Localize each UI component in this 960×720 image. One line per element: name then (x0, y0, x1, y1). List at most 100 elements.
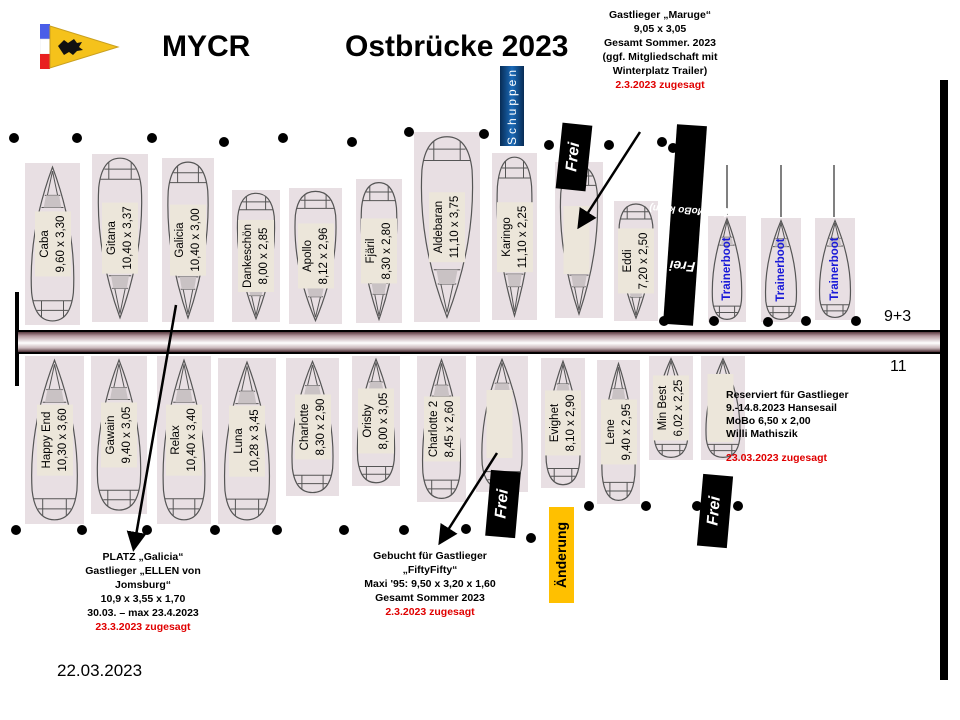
free-tag-text: Frei (704, 495, 725, 527)
mooring-pile (77, 525, 87, 535)
boat-size: 8,12 x 2,96 (317, 227, 330, 285)
note-line: 9,05 x 3,05 (633, 23, 687, 35)
note-maruge: Gastlieger „Maruge“ 9,05 x 3,05 Gesamt S… (585, 8, 735, 92)
boat-size: 8,45 x 2,60 (443, 400, 456, 458)
boat-label: Relax 10,40 x 3,40 (166, 404, 202, 476)
south-side-count: 11 (890, 358, 907, 375)
boat-name: Gitana (106, 221, 118, 255)
boat-size: 7,20 x 2,50 (638, 232, 650, 290)
note-line: Gesamt Sommer 2023 (375, 592, 485, 604)
boat-size: 10,40 x 3,37 (122, 206, 134, 270)
boat-label: Galicia 10,40 x 3,00 (170, 204, 206, 276)
boat-size: 6,02 x 2,25 (673, 379, 685, 437)
boat-name: Trainerboot (775, 238, 787, 302)
boat-label (563, 206, 595, 274)
club-pennant-icon (40, 24, 120, 69)
boat-berth: Gitana 10,40 x 3,37 (92, 154, 148, 322)
note-line: Gastlieger „ELLEN von (85, 565, 201, 577)
note-status: 2.3.2023 zugesagt (615, 79, 705, 91)
trainer-boat-berth: Trainerboot (761, 218, 801, 322)
mooring-pile (733, 501, 743, 511)
boat-name: Relax (170, 425, 182, 455)
mooring-pile (9, 133, 19, 143)
date-stamp: 22.03.2023 (57, 661, 143, 680)
boat-size: 8,30 x 2,90 (314, 398, 327, 456)
mooring-pile (801, 316, 811, 326)
boat-label-box: Galicia 10,40 x 3,00 (170, 204, 206, 276)
trainer-boat-berth: Trainerboot (708, 216, 746, 322)
boat-size: 9,40 x 2,95 (620, 403, 633, 461)
boat-name: Lene (604, 419, 617, 445)
note-line: Gesamt Sommer. 2023 (603, 37, 717, 49)
note-hansesail: Reserviert für Gastlieger 9.-14.8.2023 H… (726, 389, 886, 465)
note-galicia: PLATZ „Galicia“ Gastlieger „ELLEN von Jo… (68, 550, 218, 634)
boat-name: Orisby (362, 404, 374, 438)
mooring-pile (668, 143, 678, 153)
note-status: 23.3.2023 zugesagt (95, 621, 191, 633)
boat-name: Charlotte (298, 403, 311, 451)
note-line: Willi Mathiszik (726, 428, 798, 440)
mooring-pile (604, 140, 614, 150)
quay-wall-left (15, 292, 19, 386)
boat-size: 9,40 x 3,05 (121, 406, 133, 464)
note-line: Winterplatz Trailer) (612, 65, 708, 77)
boat-berth: Orisby 8,00 x 3,05 (352, 356, 400, 486)
free-tag-text: Frei (668, 257, 696, 276)
boat-size: 10,40 x 3,40 (186, 408, 198, 472)
note-line: Gebucht für Gastlieger (373, 550, 487, 562)
boat-label: Trainerboot (717, 233, 737, 304)
note-line: Maxi '95: 9,50 x 3,20 x 1,60 (364, 578, 496, 590)
boat-size: 8,30 x 2,80 (381, 222, 393, 280)
shed-label: Schuppen (500, 66, 524, 146)
note-status: 2.3.2023 zugesagt (385, 606, 475, 618)
boat-berth: Eddi 7,20 x 2,50 (614, 201, 658, 321)
boat-name: Galicia (174, 222, 186, 258)
boat-name: Karingo (500, 216, 513, 257)
boat-label-box (563, 206, 590, 274)
boat-label: Trainerboot (771, 234, 791, 305)
free-tag-south-2: Frei (696, 473, 734, 549)
note-line: 10,9 x 3,55 x 1,70 (100, 593, 186, 605)
boat-name: Eddi (622, 249, 634, 273)
boat-label: Orisby 8,00 x 3,05 (358, 388, 394, 454)
mooring-pile (526, 533, 536, 543)
note-line: Jomsburg“ (114, 579, 171, 591)
north-side-count: 9+3 (884, 308, 912, 325)
club-name: MYCR (162, 30, 251, 63)
boat-size: 10,40 x 3,00 (190, 208, 202, 272)
boat-size: 8,00 x 2,85 (258, 227, 270, 285)
boat-berth (701, 356, 745, 460)
boat-size: 8,00 x 3,05 (378, 392, 390, 450)
boat-label-box: Orisby 8,00 x 3,05 (358, 388, 394, 454)
boat-berth: Galicia 10,40 x 3,00 (162, 158, 214, 322)
boat-name: Evighet (549, 403, 561, 443)
note-fiftyfifty: Gebucht für Gastlieger „FiftyFifty“ Maxi… (355, 549, 505, 619)
boat-berth: Relax 10,40 x 3,40 (157, 356, 211, 524)
free-tag-south-1: Frei (485, 469, 521, 539)
boat-label: Gitana 10,40 x 3,37 (102, 202, 138, 274)
boat-size: 11,10 x 2,25 (516, 205, 529, 268)
